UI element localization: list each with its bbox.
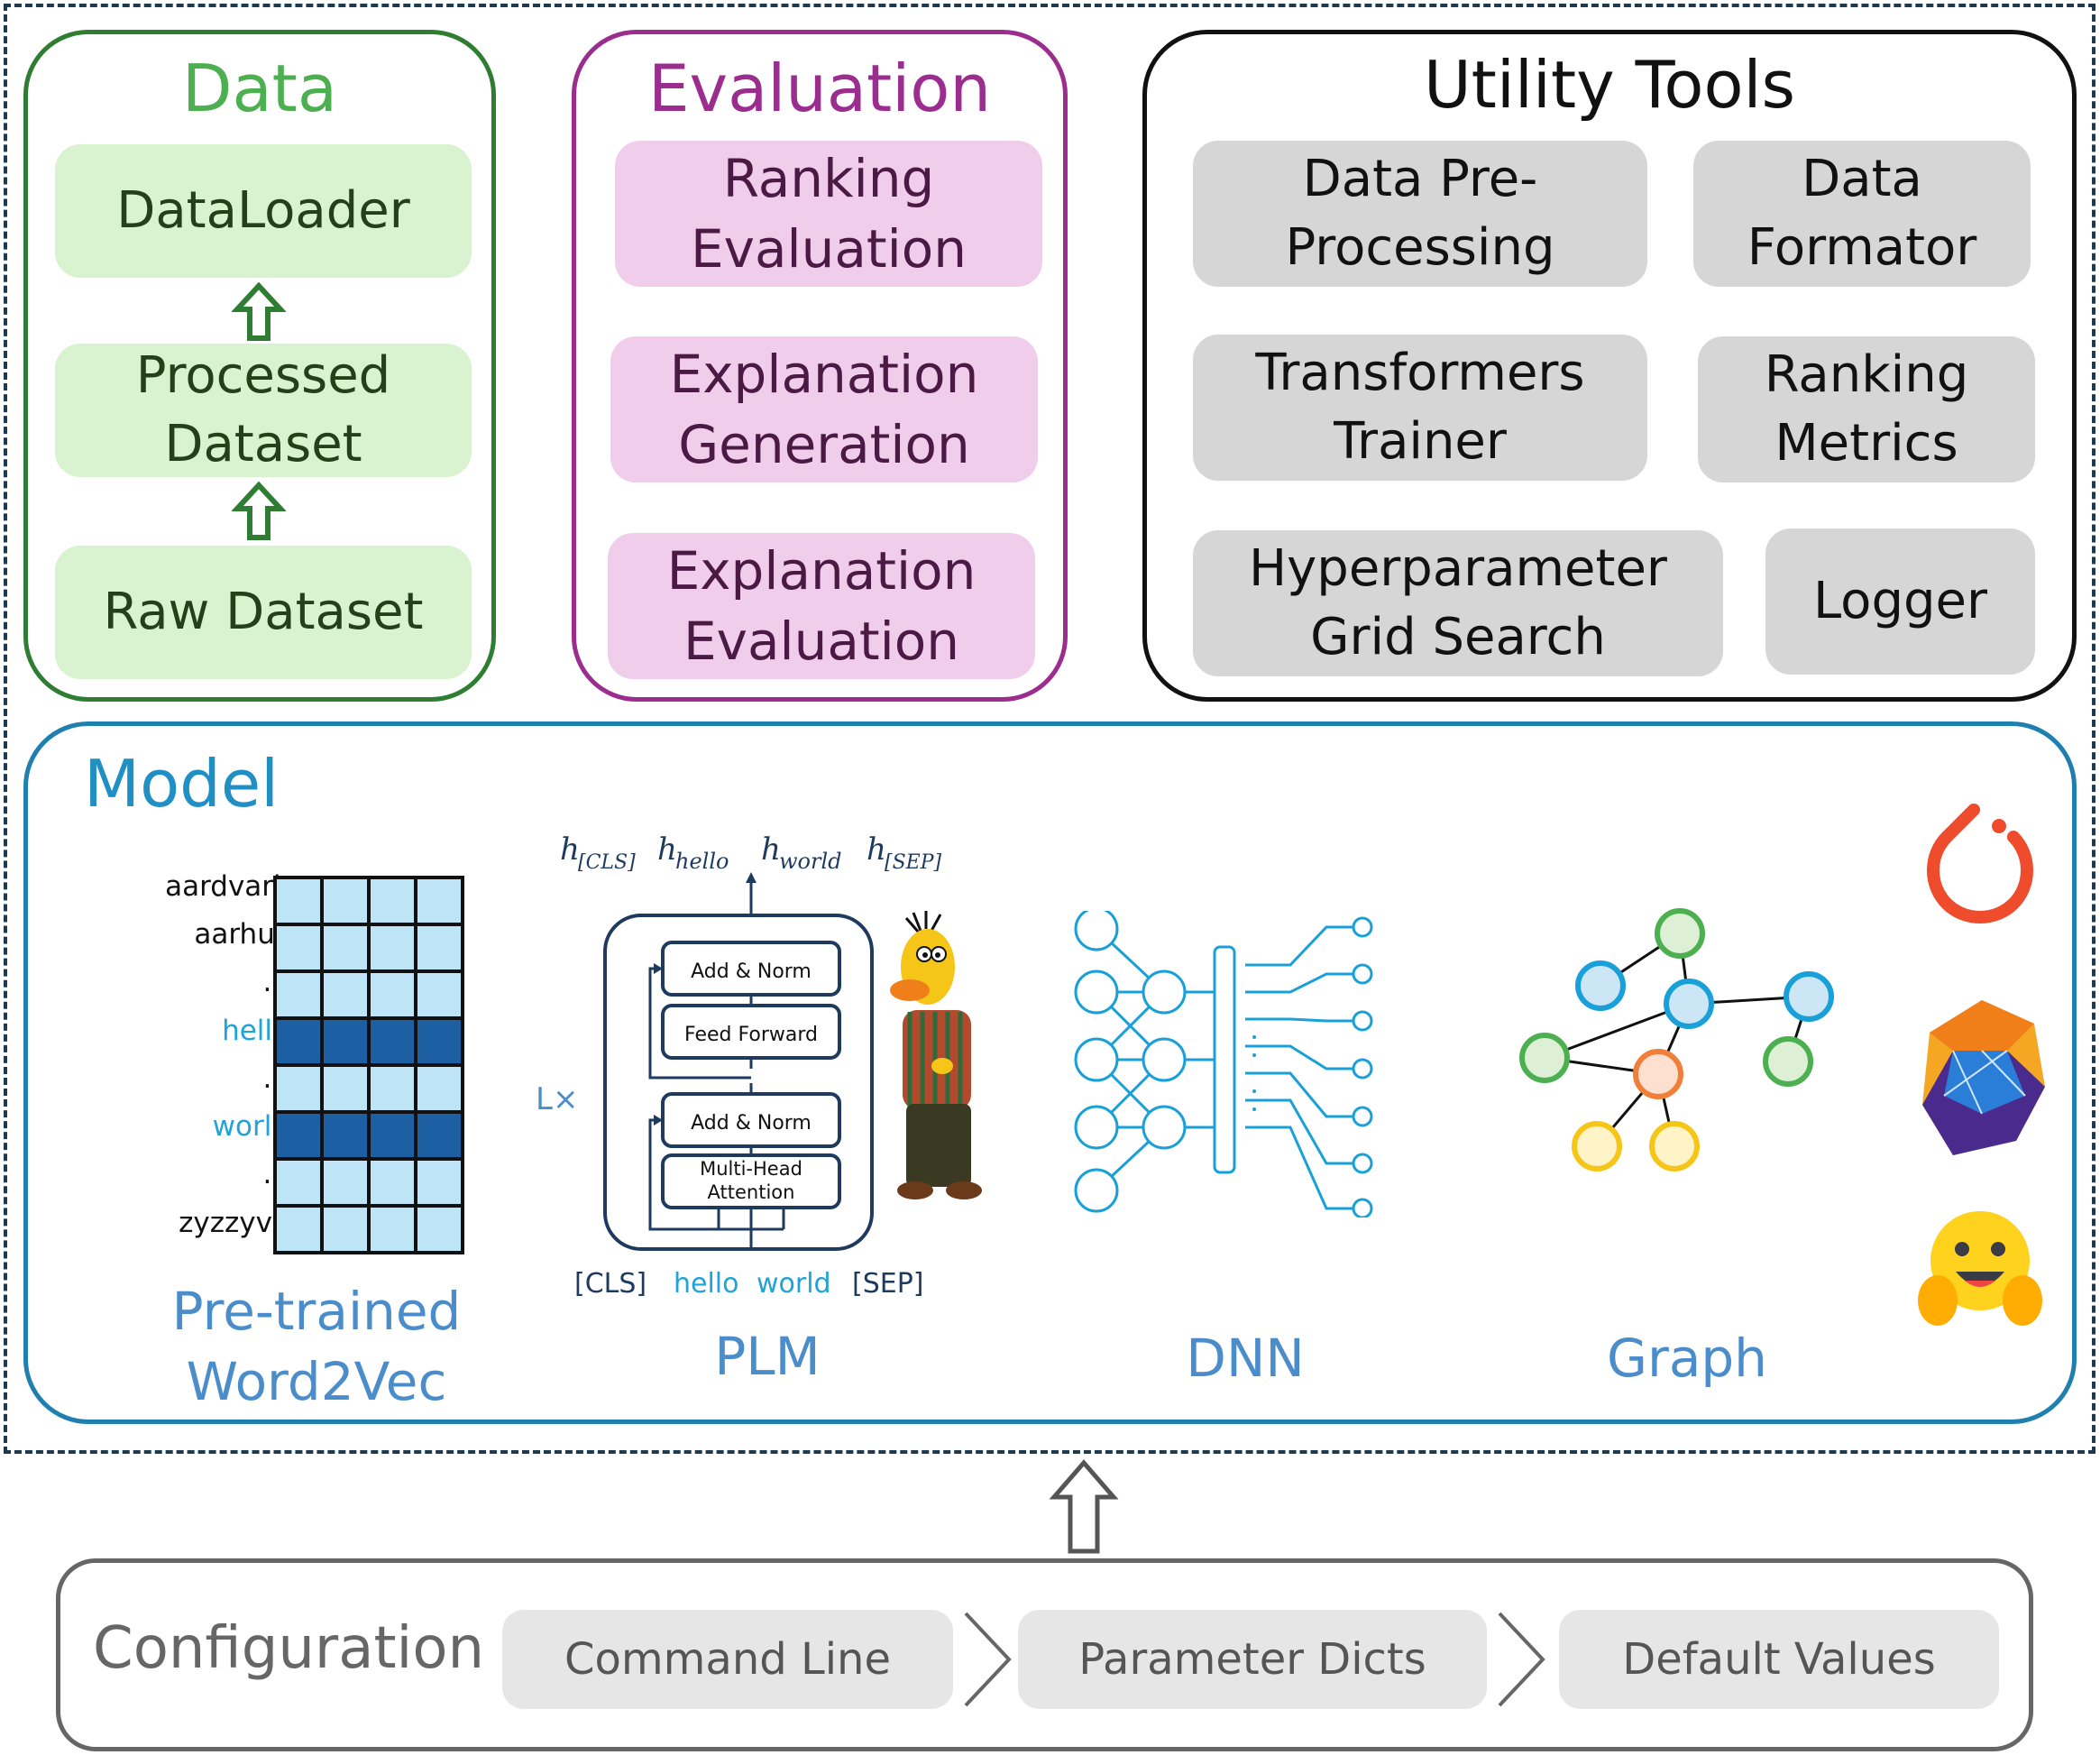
embedding-cell-highlight — [273, 1016, 324, 1067]
configuration-title: Configuration — [93, 1615, 485, 1682]
output-h-world-sub: world — [779, 849, 842, 874]
explanation-generation-box: Explanation Generation — [610, 336, 1038, 482]
embedding-cell — [367, 1157, 417, 1208]
word2vec-vocab: aardvark aarhus ... hello ... world ... … — [100, 870, 289, 1258]
output-h-hello: h — [657, 832, 677, 868]
embedding-cell — [414, 1063, 464, 1114]
add-norm-top-label: Add & Norm — [691, 960, 812, 983]
input-token-sep: [SEP] — [852, 1268, 924, 1300]
model-panel-title: Model — [84, 746, 280, 822]
embedding-cell — [367, 969, 417, 1020]
embedding-matrix — [273, 876, 464, 1254]
raw-dataset-box: Raw Dataset — [55, 546, 472, 679]
embedding-cell — [273, 1157, 324, 1208]
embedding-cell — [367, 876, 417, 926]
embedding-cell — [414, 876, 464, 926]
embedding-cell — [273, 923, 324, 973]
embedding-cell — [414, 969, 464, 1020]
embedding-cell-highlight — [320, 1110, 371, 1161]
embedding-cell — [273, 969, 324, 1020]
chevron-right-icon — [1498, 1612, 1545, 1707]
word2vec-label: Pre-trained Word2Vec — [171, 1281, 462, 1413]
plm-label: PLM — [714, 1326, 821, 1387]
arrow-up-icon — [232, 482, 286, 540]
embedding-cell — [273, 1204, 324, 1254]
model-panel: Model aardvark aarhus ... hello ... worl… — [23, 721, 2077, 1424]
embedding-cell — [273, 876, 324, 926]
embedding-cell-highlight — [273, 1110, 324, 1161]
input-token-world: world — [757, 1268, 831, 1300]
command-line-box: Command Line — [502, 1610, 953, 1709]
embedding-cell-highlight — [414, 1016, 464, 1067]
utility-tools-title: Utility Tools — [1423, 47, 1796, 123]
embedding-cell — [367, 1204, 417, 1254]
embedding-cell — [320, 1157, 371, 1208]
embedding-cell — [320, 876, 371, 926]
vocab-word: zyzzyva — [179, 1207, 289, 1239]
feed-forward-label: Feed Forward — [684, 1024, 818, 1046]
data-preprocessing-box: Data Pre- Processing — [1193, 141, 1647, 287]
graph-label: Graph — [1607, 1328, 1767, 1389]
utility-tools-panel: Utility Tools Data Pre- Processing Data … — [1142, 30, 2077, 702]
huggingface-logo-icon — [1918, 1211, 2042, 1326]
embedding-cell-highlight — [414, 1110, 464, 1161]
explanation-evaluation-box: Explanation Evaluation — [608, 533, 1035, 679]
framework-outline — [4, 4, 2095, 1454]
embedding-cell — [320, 923, 371, 973]
embedding-cell-highlight — [367, 1110, 417, 1161]
input-token-cls: [CLS] — [574, 1268, 647, 1300]
ranking-metrics-box: Ranking Metrics — [1698, 336, 2035, 482]
embedding-cell — [414, 1157, 464, 1208]
dnn-diagram — [1074, 911, 1373, 1217]
add-norm-bottom-label: Add & Norm — [691, 1112, 812, 1135]
data-panel: Data DataLoader Processed Dataset Raw Da… — [23, 30, 496, 702]
data-formator-box: Data Formator — [1693, 141, 2031, 287]
embedding-cell-highlight — [367, 1016, 417, 1067]
output-h-world: h — [761, 832, 781, 868]
transformers-trainer-box: Transformers Trainer — [1193, 335, 1647, 481]
output-h-cls-sub: [CLS] — [578, 851, 636, 874]
parameter-dicts-box: Parameter Dicts — [1018, 1610, 1487, 1709]
arrow-up-icon — [232, 282, 286, 341]
output-h-cls: h — [560, 832, 580, 868]
layer-repeat-label: L× — [536, 1081, 578, 1117]
ranking-evaluation-box: Ranking Evaluation — [615, 141, 1042, 287]
embedding-cell — [273, 1063, 324, 1114]
logger-box: Logger — [1765, 528, 2035, 675]
embedding-cell — [414, 923, 464, 973]
bert-character-icon — [890, 911, 982, 1199]
embedding-cell — [367, 923, 417, 973]
evaluation-panel: Evaluation Ranking Evaluation Explanatio… — [572, 30, 1068, 702]
output-h-sep-sub: [SEP] — [885, 851, 942, 874]
graph-diagram — [1519, 908, 1834, 1172]
vocab-word: aardvark — [165, 870, 289, 903]
output-h-hello-sub: hello — [675, 849, 729, 874]
dataloader-box: DataLoader — [55, 144, 472, 278]
hyperparameter-grid-search-box: Hyperparameter Grid Search — [1193, 530, 1723, 676]
transformer-diagram: h [CLS] h hello h world h [SEP] L× Add &… — [536, 832, 942, 1300]
chevron-right-icon — [964, 1612, 1012, 1707]
input-token-hello: hello — [674, 1268, 739, 1300]
embedding-cell — [367, 1063, 417, 1114]
pytorch-logo-icon — [1927, 804, 2033, 923]
embedding-cell — [320, 1063, 371, 1114]
embedding-cell — [414, 1204, 464, 1254]
configuration-panel: Configuration Command Line Parameter Dic… — [56, 1558, 2033, 1751]
evaluation-panel-title: Evaluation — [648, 51, 991, 126]
embedding-cell-highlight — [320, 1016, 371, 1067]
arrow-up-icon — [1049, 1459, 1119, 1554]
data-panel-title: Data — [182, 51, 337, 126]
processed-dataset-box: Processed Dataset — [55, 344, 472, 477]
dnn-label: DNN — [1186, 1328, 1305, 1389]
embedding-cell — [320, 969, 371, 1020]
pyg-logo-icon — [1922, 1000, 2045, 1155]
output-h-sep: h — [867, 832, 886, 868]
default-values-box: Default Values — [1559, 1610, 1999, 1709]
embedding-cell — [320, 1204, 371, 1254]
